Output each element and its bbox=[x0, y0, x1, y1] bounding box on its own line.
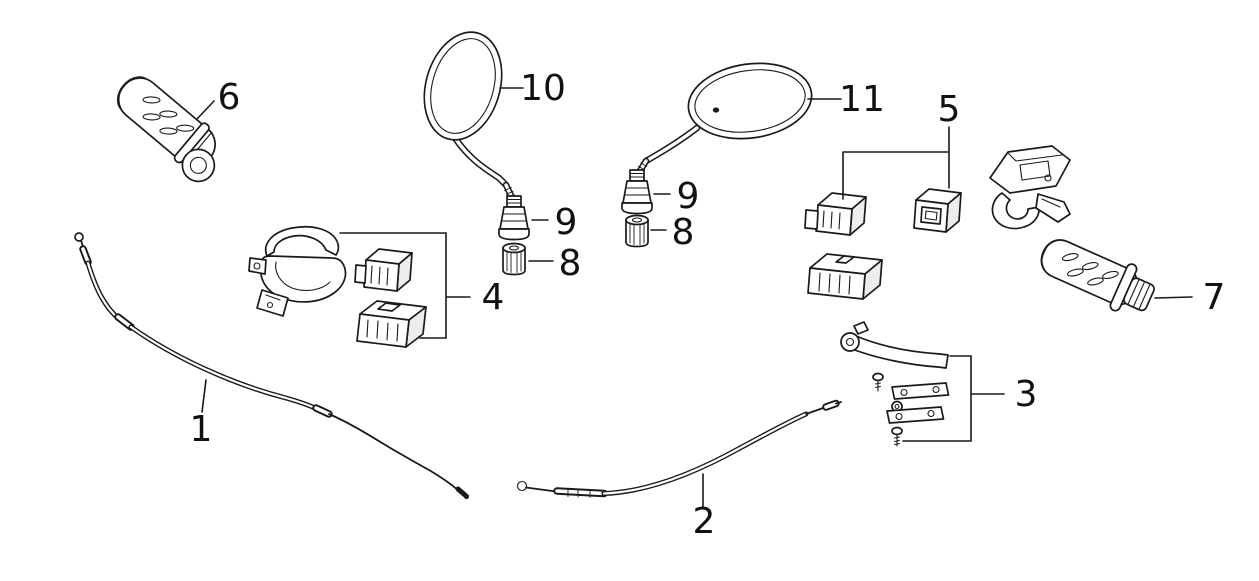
part-label-9a: 9 bbox=[555, 202, 578, 243]
part-label-8b: 8 bbox=[672, 212, 695, 253]
throttle-housing-assembly bbox=[248, 225, 427, 348]
leader-1 bbox=[201, 379, 207, 413]
part-label-8a: 8 bbox=[559, 243, 582, 284]
mirror-spacer-left bbox=[502, 242, 526, 276]
mirror-adapter-right bbox=[621, 169, 653, 215]
left-grip bbox=[116, 76, 216, 183]
leader-lines bbox=[196, 87, 1193, 508]
part-label-4: 4 bbox=[482, 277, 505, 318]
part-label-10: 10 bbox=[520, 68, 566, 109]
part-label-3: 3 bbox=[1015, 374, 1038, 415]
leader-3 bbox=[902, 355, 1005, 442]
part-label-5: 5 bbox=[938, 89, 961, 130]
part-label-7: 7 bbox=[1203, 277, 1226, 318]
leader-5 bbox=[842, 126, 950, 200]
throttle-cable bbox=[74, 232, 470, 500]
mirror-adapter-left bbox=[498, 195, 530, 241]
right-mirror bbox=[631, 62, 813, 183]
part-label-9b: 9 bbox=[677, 176, 700, 217]
leader-6 bbox=[196, 100, 215, 120]
part-label-1: 1 bbox=[190, 409, 213, 450]
part-label-11: 11 bbox=[839, 79, 885, 120]
switch-cluster bbox=[804, 145, 1071, 300]
leader-7 bbox=[1154, 296, 1193, 299]
lower-cable bbox=[516, 399, 842, 498]
part-label-2: 2 bbox=[693, 501, 716, 542]
mirror-spacer-right bbox=[625, 214, 649, 248]
lever-bracket-assembly bbox=[840, 321, 950, 447]
left-mirror bbox=[423, 31, 519, 208]
leader-4 bbox=[339, 232, 471, 339]
part-label-6: 6 bbox=[218, 77, 241, 118]
right-grip bbox=[1040, 239, 1155, 312]
part-labels: 6 10 11 5 9 8 9 8 4 7 3 1 2 bbox=[190, 68, 1226, 542]
